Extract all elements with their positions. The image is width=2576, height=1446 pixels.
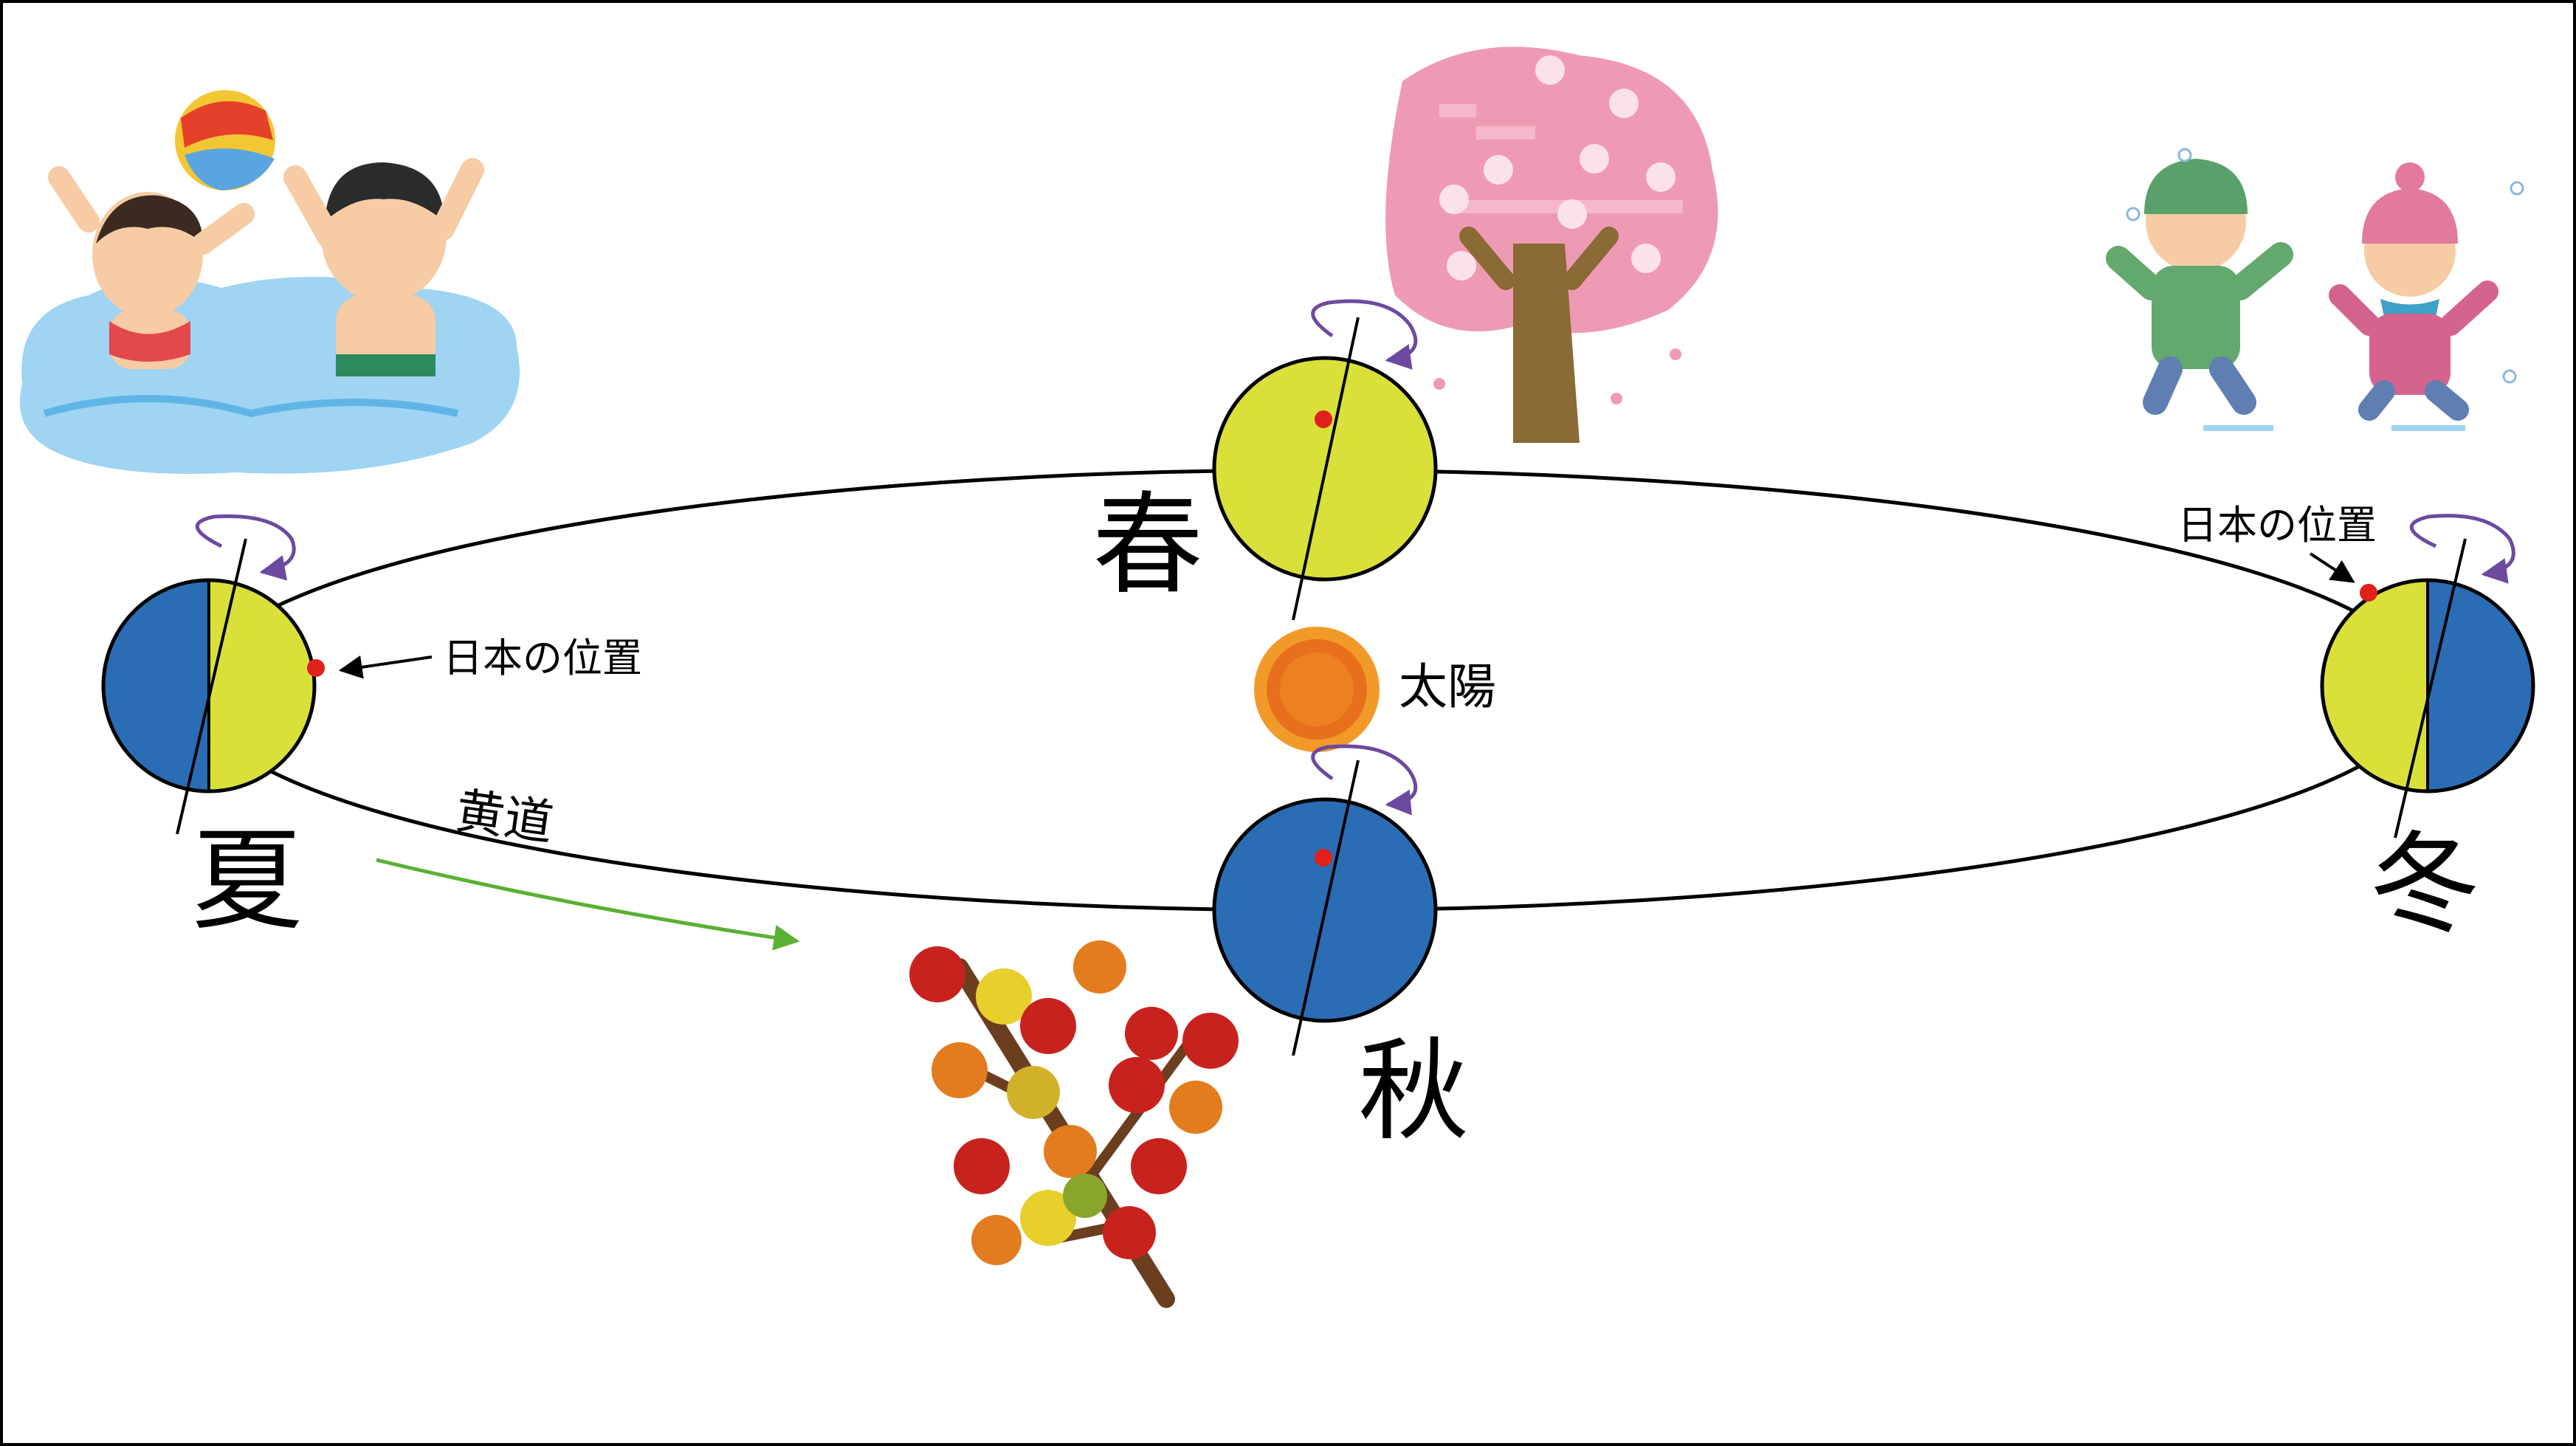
japan-dot-summer: [307, 659, 325, 677]
sun: [1254, 627, 1380, 752]
rotation-arrow-summer: [196, 514, 296, 581]
japan-pointer-summer: [338, 655, 433, 679]
orbit-direction-arrow: [376, 858, 800, 951]
autumn-illustration: [909, 940, 1239, 1308]
season-label-autumn: 秋: [1358, 1027, 1469, 1156]
season-label-summer: 夏: [192, 817, 303, 946]
japan-position-label-summer: 日本の位置: [443, 635, 642, 681]
japan-dot-winter: [2360, 584, 2377, 602]
winter-illustration: [2106, 148, 2524, 431]
japan-dot-autumn: [1315, 849, 1332, 867]
season-label-spring: 春: [1092, 481, 1203, 610]
season-label-winter: 冬: [2369, 821, 2480, 949]
japan-pointer-winter: [2309, 552, 2355, 583]
japan-dot-spring: [1315, 410, 1332, 428]
earth-spring: [1212, 299, 1438, 621]
earth-autumn: [1212, 744, 1438, 1056]
summer-illustration: [19, 90, 520, 474]
rotation-arrow-autumn: [1311, 744, 1418, 816]
ecliptic-label: 黄道: [452, 782, 557, 853]
rotation-arrow-spring: [1311, 299, 1418, 370]
sun-label: 太陽: [1399, 658, 1496, 715]
spring-illustration: [1385, 47, 1718, 443]
japan-position-label-winter: 日本の位置: [2177, 502, 2377, 548]
rotation-arrow-winter: [2410, 514, 2515, 584]
